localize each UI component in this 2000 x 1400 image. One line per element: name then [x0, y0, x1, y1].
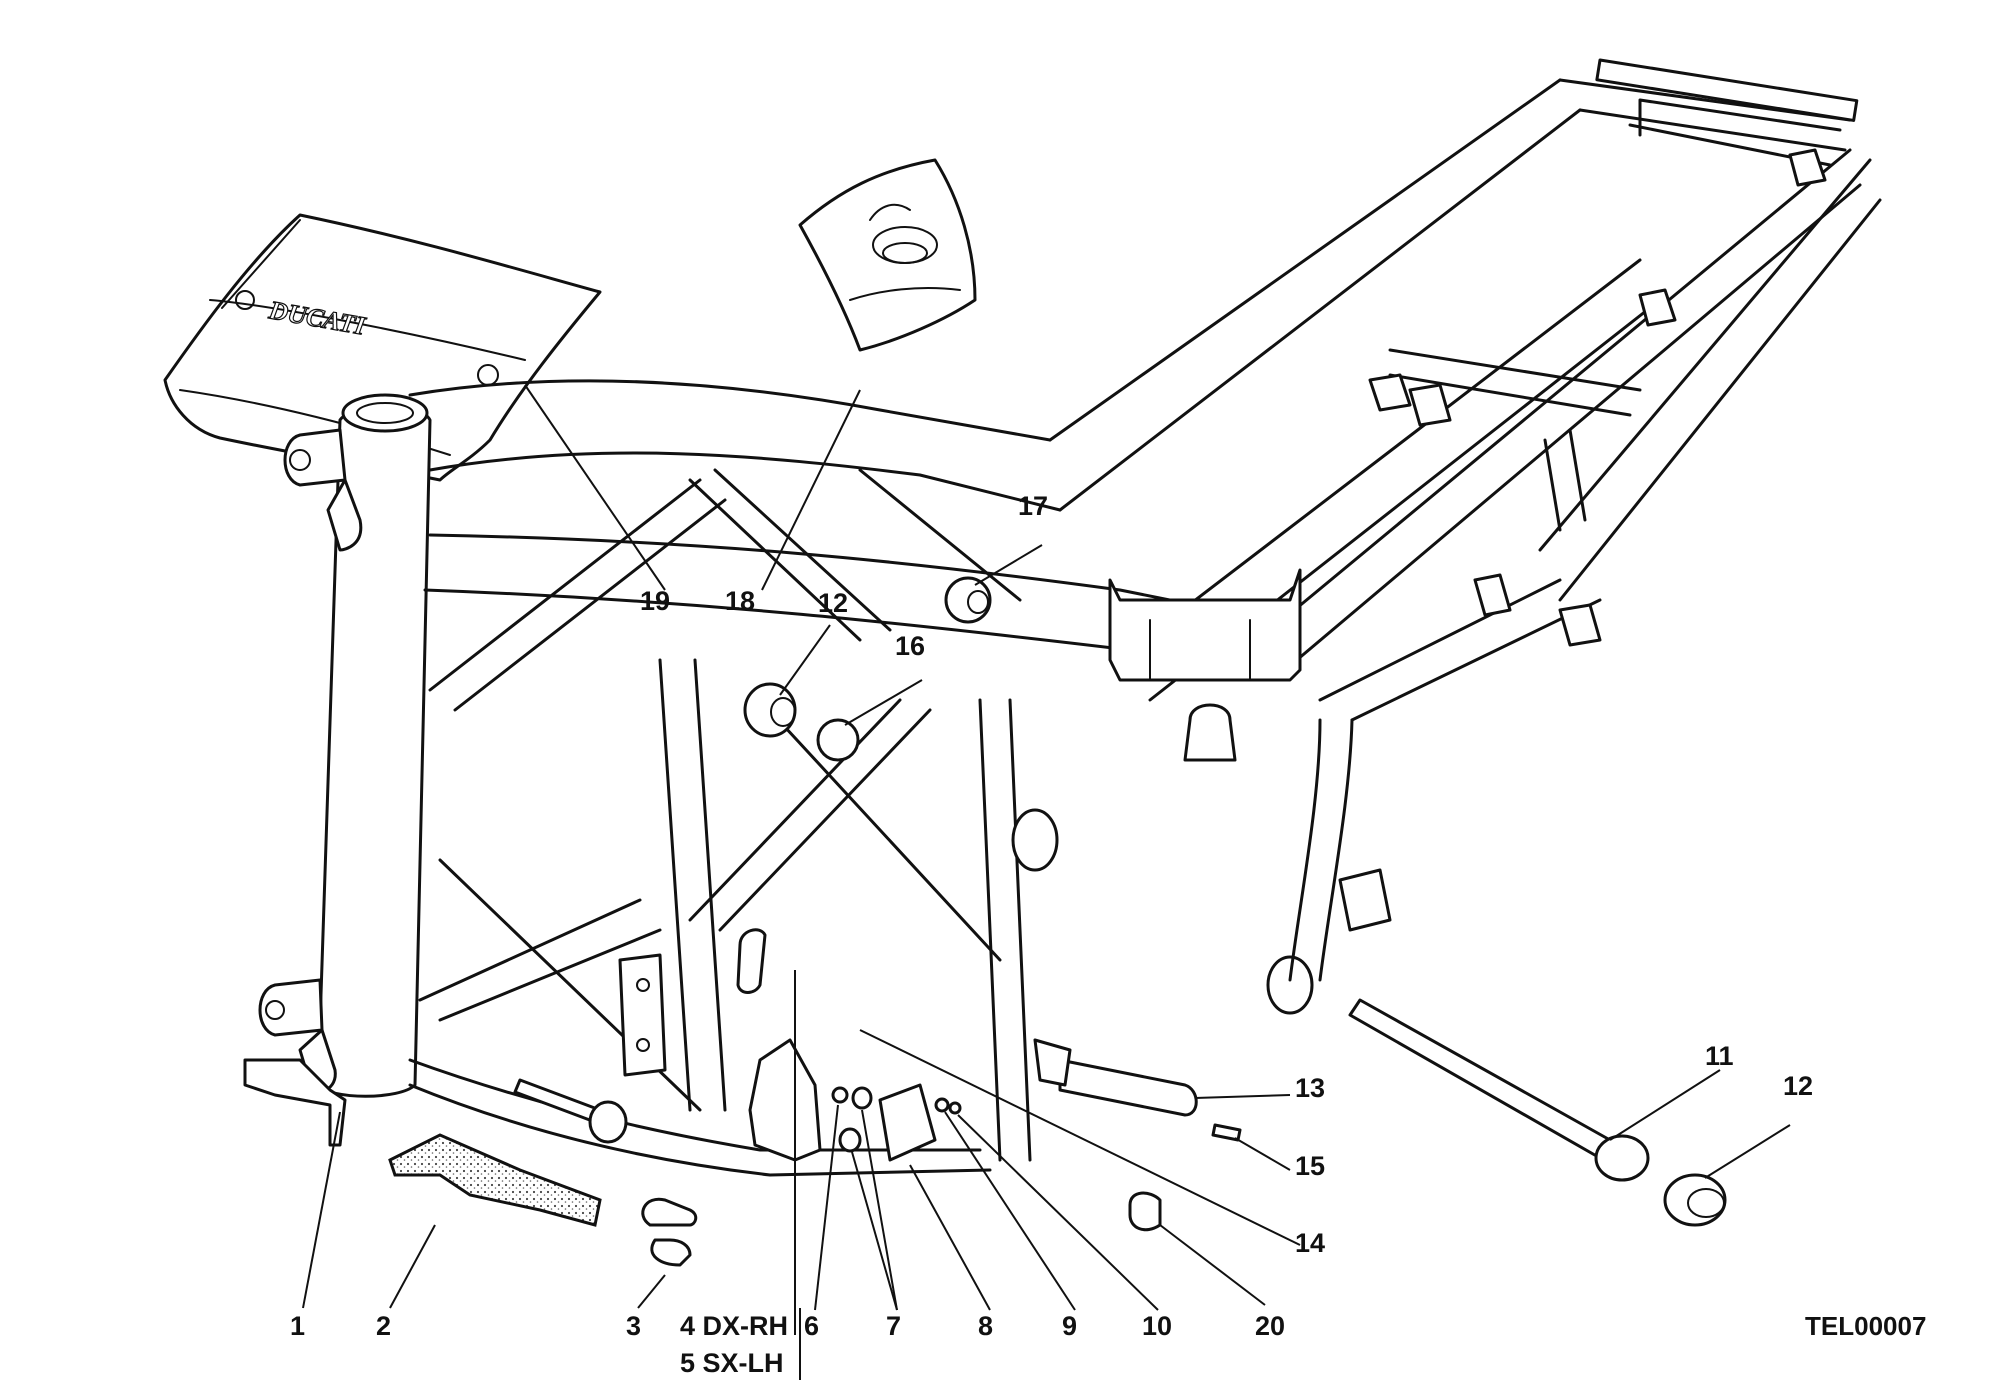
swingarm-pin-part	[1348, 998, 1650, 1182]
callout-17: 17	[1018, 491, 1048, 521]
callout-15: 15	[1295, 1151, 1325, 1181]
callout-labels: 1 2 3 4 DX-RH 5 SX-LH 6 7 8 9 10 11 12 1…	[290, 491, 1813, 1378]
leader-lines	[302, 384, 1791, 1380]
callout-1: 1	[290, 1311, 305, 1341]
callout-6: 6	[804, 1311, 819, 1341]
callout-4: 4 DX-RH	[680, 1311, 788, 1341]
callout-12-lower: 12	[1783, 1071, 1813, 1101]
rubber-pad-part	[838, 1086, 873, 1153]
drawing-code: TEL00007	[1805, 1311, 1926, 1341]
bolt-10-part	[948, 1101, 962, 1115]
callout-9: 9	[1062, 1311, 1077, 1341]
mount-plate-part	[748, 1038, 822, 1162]
bolt-6-part	[831, 1086, 849, 1104]
callout-20: 20	[1255, 1311, 1285, 1341]
callout-8: 8	[978, 1311, 993, 1341]
callout-3: 3	[626, 1311, 641, 1341]
clamp-part	[641, 1197, 698, 1267]
callout-13: 13	[1295, 1073, 1325, 1103]
washer-9-part	[934, 1097, 950, 1113]
bushing-16-part	[816, 718, 860, 762]
clip-20-part	[1128, 1191, 1162, 1232]
callout-11: 11	[1705, 1041, 1734, 1071]
document-pouch-part: DUCATI	[163, 213, 602, 482]
callout-14: 14	[1295, 1228, 1325, 1258]
bracket-8-part	[878, 1083, 937, 1162]
callout-16: 16	[895, 631, 925, 661]
callout-19: 19	[640, 586, 670, 616]
callout-7: 7	[886, 1311, 901, 1341]
callout-10: 10	[1142, 1311, 1172, 1341]
callout-2: 2	[376, 1311, 391, 1341]
plug-cap-part	[743, 682, 1727, 1227]
callout-5: 5 SX-LH	[680, 1348, 784, 1378]
callout-12-upper: 12	[818, 588, 848, 618]
callout-18: 18	[725, 586, 755, 616]
spacer-tube-part	[1058, 1058, 1198, 1117]
tank-cover-part	[798, 158, 977, 352]
skid-plate-part	[388, 1133, 602, 1227]
trellis-frame-part	[243, 58, 1882, 1177]
